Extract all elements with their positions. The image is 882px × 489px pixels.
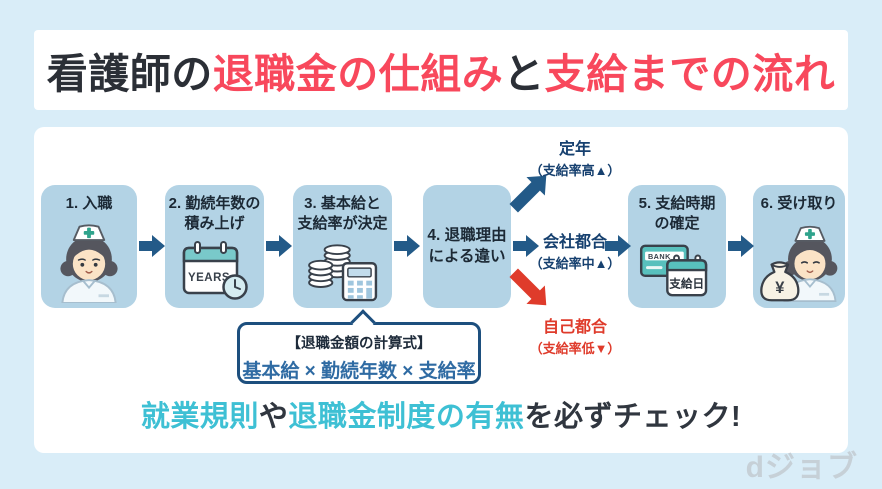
title-segment-highlight: 支給までの流れ xyxy=(544,51,836,97)
calendar-years-label: YEARS xyxy=(187,272,229,284)
footer-note: 就業規則や退職金制度の有無を必ずチェック! xyxy=(34,393,848,435)
d-job-brand-logo: dジョブ xyxy=(745,451,858,484)
flow-arrow-icon xyxy=(394,235,420,257)
branch-note: （支給率高▲） xyxy=(529,163,621,178)
title-segment-highlight: 退職金の仕組み xyxy=(212,51,504,97)
branch-arrow-middle-icon xyxy=(513,235,539,257)
flow-arrow-icon xyxy=(728,235,754,257)
bank-card-calendar-icon: BANK 支給日 xyxy=(639,244,708,296)
yen-label: ¥ xyxy=(775,279,785,297)
step-icon-wrap xyxy=(305,233,381,308)
step-icon-wrap: ¥ xyxy=(757,214,841,309)
flow-step-4-reason-difference: 4. 退職理由 による違い xyxy=(423,185,511,308)
title-segment: 看護師の xyxy=(46,51,213,97)
formula-heading: 【退職金額の計算式】 xyxy=(286,336,432,352)
footer-note-highlight: 退職金制度の有無 xyxy=(288,401,525,433)
branch-note: （支給率低▼） xyxy=(529,341,621,356)
formula-bubble: 【退職金額の計算式】 基本給 × 勤続年数 × 支給率 xyxy=(237,309,481,384)
branch-personal-reasons: 自己都合 （支給率低▼） xyxy=(530,313,621,357)
footer-note-highlight: 就業規則 xyxy=(140,401,259,433)
branch-arrow-down-red-icon xyxy=(509,268,547,306)
step-label: 1. 入職 xyxy=(65,195,113,212)
flow-step-5-payment-timing: 5. 支給時期 の確定 BANK 支給日 xyxy=(628,185,726,308)
step-label: 4. 退職理由 による違い xyxy=(427,227,507,265)
flow-arrow-icon xyxy=(605,235,631,257)
step-label: 3. 基本給と 支給率が決定 xyxy=(297,195,388,232)
step-icon-wrap: BANK 支給日 xyxy=(638,233,716,308)
flow-step-3-base-pay-rate: 3. 基本給と 支給率が決定 xyxy=(293,185,392,308)
branch-arrow-up-icon xyxy=(509,175,547,213)
step-label: 6. 受け取り xyxy=(760,195,838,212)
nurse-money-bag-icon: ¥ xyxy=(760,225,838,302)
calendar-years-icon: YEARS xyxy=(182,240,248,300)
page-title: 看護師の退職金の仕組みと支給までの流れ xyxy=(47,40,836,100)
flow-panel: 1. 入職 xyxy=(34,127,848,453)
branch-retirement-age: 定年 （支給率高▲） xyxy=(530,135,621,179)
footer-note-segment: や xyxy=(258,401,289,433)
formula-expression: 基本給 × 勤続年数 × 支給率 xyxy=(242,361,476,382)
step-icon-wrap: YEARS xyxy=(181,233,249,308)
footer-note-segment: を必ずチェック! xyxy=(524,401,742,433)
flow-arrow-icon xyxy=(266,235,292,257)
branch-label: 会社都合 xyxy=(542,234,607,251)
branch-note: （支給率中▲） xyxy=(529,256,621,271)
branch-label: 定年 xyxy=(558,141,591,158)
branch-company-convenience: 会社都合 （支給率中▲） xyxy=(530,228,621,272)
flow-step-1-joining: 1. 入職 xyxy=(41,185,137,308)
bubble-pointer xyxy=(350,309,376,335)
step-label: 2. 勤続年数の 積み上げ xyxy=(168,195,261,232)
step-label: 5. 支給時期 の確定 xyxy=(638,195,716,232)
flow-step-6-receipt: 6. 受け取り xyxy=(753,185,845,308)
title-segment: と xyxy=(503,51,545,97)
flow-step-2-years-of-service: 2. 勤続年数の 積み上げ YEARS xyxy=(165,185,264,308)
branch-label: 自己都合 xyxy=(542,319,607,336)
money-bag-icon: ¥ xyxy=(760,260,800,302)
bank-card-label: BANK xyxy=(648,251,671,260)
payday-calendar-label: 支給日 xyxy=(668,276,704,290)
flow-arrow-icon xyxy=(139,235,165,257)
title-band: 看護師の退職金の仕組みと支給までの流れ xyxy=(34,30,848,110)
step-icon-wrap xyxy=(49,214,129,309)
nurse-icon xyxy=(60,224,118,303)
coins-calculator-icon xyxy=(307,243,377,301)
